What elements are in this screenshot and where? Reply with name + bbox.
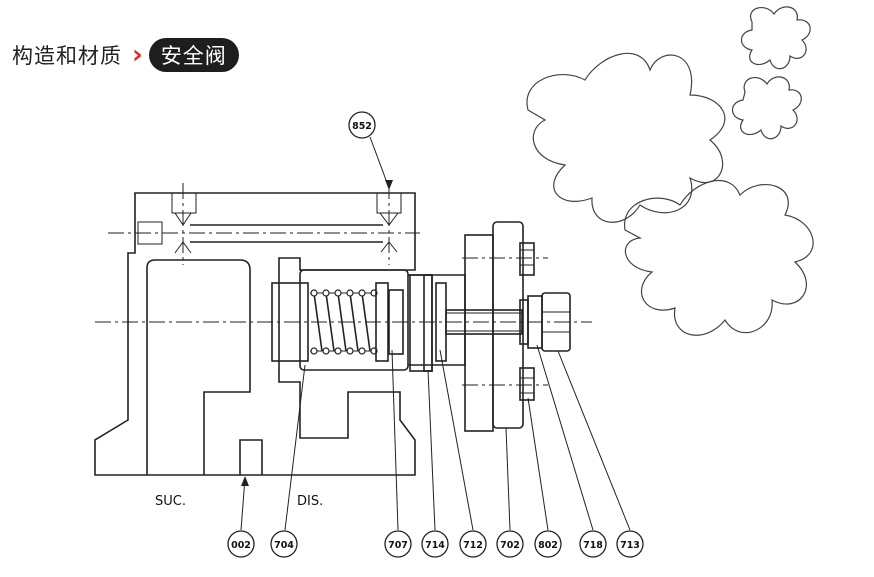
suction-label: SUC. [155, 494, 186, 509]
balloon-718: 718 [579, 530, 607, 558]
spring-coils [310, 282, 404, 362]
leader-arrowheads [241, 180, 393, 486]
balloon-704: 704 [270, 530, 298, 558]
svg-text:702: 702 [500, 540, 520, 551]
svg-text:704: 704 [274, 540, 294, 551]
svg-text:712: 712 [463, 540, 483, 551]
balloon-714: 714 [421, 530, 449, 558]
balloon-702: 702 [496, 530, 524, 558]
header-title: 构造和材质 [12, 44, 122, 68]
svg-text:002: 002 [231, 540, 251, 551]
valve-body [94, 192, 416, 476]
svg-text:714: 714 [425, 540, 445, 551]
chevron-right-icon: › [132, 40, 143, 70]
svg-text:852: 852 [352, 121, 372, 132]
balloon-802: 802 [534, 530, 562, 558]
piston-assembly [409, 274, 523, 372]
discharge-label: DIS. [297, 494, 323, 509]
svg-text:718: 718 [583, 540, 603, 551]
balloon-707: 707 [384, 530, 412, 558]
spring-housing [271, 221, 524, 432]
svg-text:802: 802 [538, 540, 558, 551]
leader-lines [240, 136, 631, 531]
gear-outline-icon [526, 6, 814, 336]
balloon-712: 712 [459, 530, 487, 558]
flange-bolts [519, 242, 535, 401]
header-tag-pill: 安全阀 [148, 38, 239, 72]
balloon-713: 713 [616, 530, 644, 558]
svg-text:713: 713 [620, 540, 640, 551]
balloon-002: 002 [227, 530, 255, 558]
balloon-852: 852 [348, 111, 376, 139]
section-header: 构造和材质 › 安全阀 [12, 38, 239, 72]
adjust-screw [519, 292, 571, 352]
svg-text:707: 707 [388, 540, 408, 551]
